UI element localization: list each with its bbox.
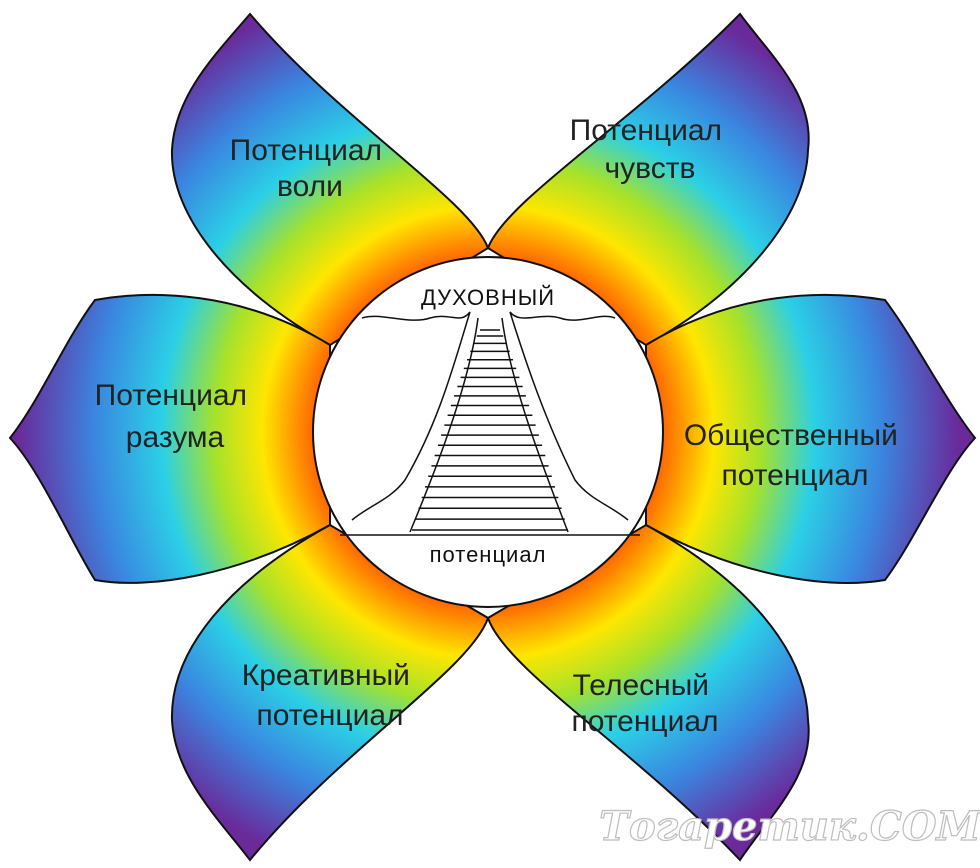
- petal-bodily-label: Телесный потенциал: [571, 669, 718, 738]
- petal-will-label: Потенциал воли: [230, 134, 391, 203]
- petal-social: [645, 293, 977, 584]
- petal-will: [170, 12, 490, 347]
- center-bottom-label: потенциал: [430, 542, 547, 567]
- petal-mind-label: Потенциал разума: [95, 379, 256, 454]
- petals: [8, 12, 977, 862]
- petal-bodily: [486, 523, 810, 862]
- petal-creative-label: Креативный потенциал: [242, 659, 419, 732]
- stair-steps: [412, 329, 568, 531]
- petal-feelings-label: Потенциал чувств: [570, 114, 731, 185]
- petal-creative: [170, 523, 490, 862]
- staircase-illustration: [340, 311, 640, 536]
- petal-social-label: Общественный потенциал: [684, 419, 906, 492]
- petal-feelings: [486, 12, 810, 347]
- watermark: Тогаретик.COM: [599, 803, 980, 850]
- center-top-label: ДУХОВНЫЙ: [421, 285, 555, 310]
- petal-mind: [8, 293, 331, 584]
- center-disc: [312, 256, 664, 608]
